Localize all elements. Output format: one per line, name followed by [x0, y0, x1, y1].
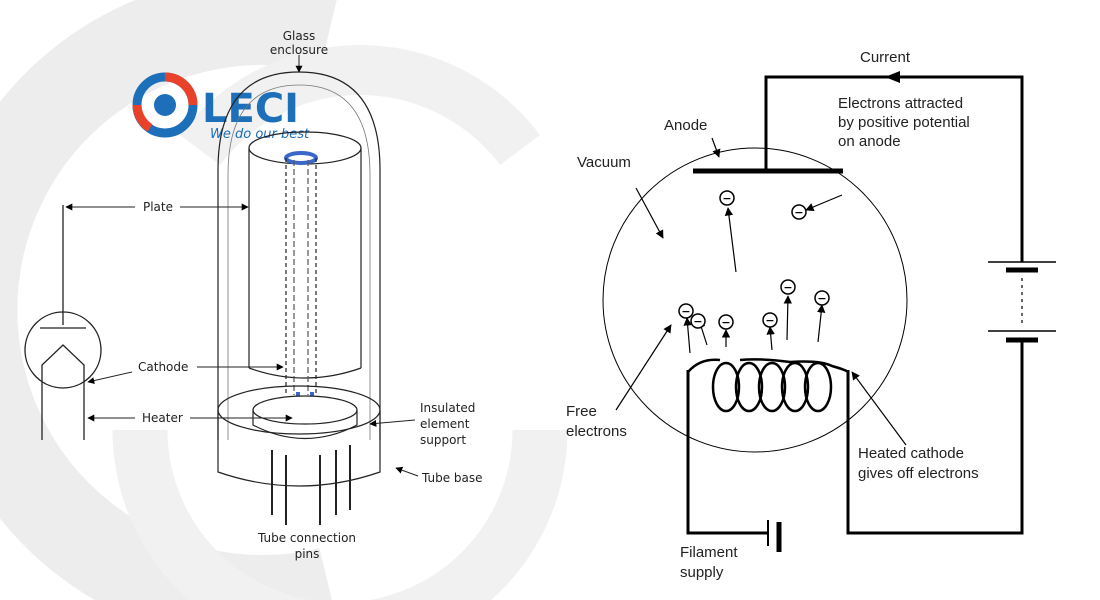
- electron-paths: [683, 194, 843, 354]
- attracted-label-2: by positive potential: [838, 114, 970, 131]
- logo-word: LECI: [202, 86, 299, 132]
- insulated-support: [252, 395, 358, 439]
- free-label-1: Free: [566, 403, 597, 420]
- attracted-label-1: Electrons attracted: [838, 95, 963, 112]
- current-arrow-icon: [885, 71, 900, 83]
- filament-label-2: supply: [680, 564, 724, 581]
- plate-label: Plate: [143, 200, 173, 214]
- glass-label-2: enclosure: [270, 43, 328, 57]
- cathode-label: Cathode: [138, 360, 188, 374]
- electron-minus: −: [721, 316, 730, 329]
- plate-cylinder: [248, 131, 362, 379]
- electron-icon: −: [762, 312, 778, 328]
- current-label: Current: [860, 49, 911, 66]
- insulated-label-2: element: [420, 417, 470, 431]
- watermark: [0, 0, 568, 600]
- tube-schematic-symbol: [24, 205, 102, 440]
- cathode-sleeve: [284, 151, 318, 395]
- anode-label: Anode: [664, 117, 707, 134]
- leci-logo: LECI We do our best: [132, 72, 310, 142]
- electron-icon: −: [690, 313, 706, 329]
- free-label-2: electrons: [566, 423, 627, 440]
- insulated-label-3: support: [420, 433, 466, 447]
- heater-label: Heater: [142, 411, 183, 425]
- left-leaders: [65, 55, 419, 477]
- vacuum-envelope: [602, 147, 908, 453]
- electron-minus: −: [765, 314, 774, 327]
- filament-label-1: Filament: [680, 544, 738, 561]
- electron-icon: −: [791, 204, 807, 220]
- electron-minus: −: [681, 305, 690, 318]
- electron-minus: −: [794, 206, 803, 219]
- logo-swirl-icon: [132, 72, 198, 138]
- thermionic-diagram: [602, 71, 1056, 552]
- electron-minus: −: [693, 315, 702, 328]
- electrons: −−−−−−−−: [678, 190, 830, 330]
- tube-base-label: Tube base: [421, 471, 483, 485]
- attracted-label-3: on anode: [838, 133, 901, 150]
- electron-minus: −: [817, 292, 826, 305]
- insulated-label-1: Insulated: [420, 401, 475, 415]
- left-labels: Glass enclosure Plate Cathode Heater Ins…: [138, 29, 483, 561]
- electron-icon: −: [814, 290, 830, 306]
- pins-label-1: Tube connection: [257, 531, 356, 545]
- electron-icon: −: [718, 314, 734, 330]
- pins-label-2: pins: [295, 547, 320, 561]
- right-leaders: [615, 137, 907, 446]
- heated-label-2: gives off electrons: [858, 465, 979, 482]
- heated-cathode-coil: [687, 358, 849, 413]
- glass-label-1: Glass: [283, 29, 316, 43]
- vacuum-tube-cutaway: [217, 71, 381, 525]
- electron-minus: −: [783, 281, 792, 294]
- electron-icon: −: [719, 190, 735, 206]
- connection-pins: [271, 445, 351, 525]
- right-labels: Current Electrons attracted by positive …: [566, 49, 979, 581]
- heated-label-1: Heated cathode: [858, 445, 964, 462]
- tube-base: [217, 385, 381, 487]
- logo-tagline: We do our best: [210, 127, 310, 142]
- electron-icon: −: [678, 303, 694, 319]
- battery-icon: [988, 261, 1056, 343]
- electron-minus: −: [722, 192, 731, 205]
- electron-icon: −: [780, 279, 796, 295]
- vacuum-label: Vacuum: [577, 154, 631, 171]
